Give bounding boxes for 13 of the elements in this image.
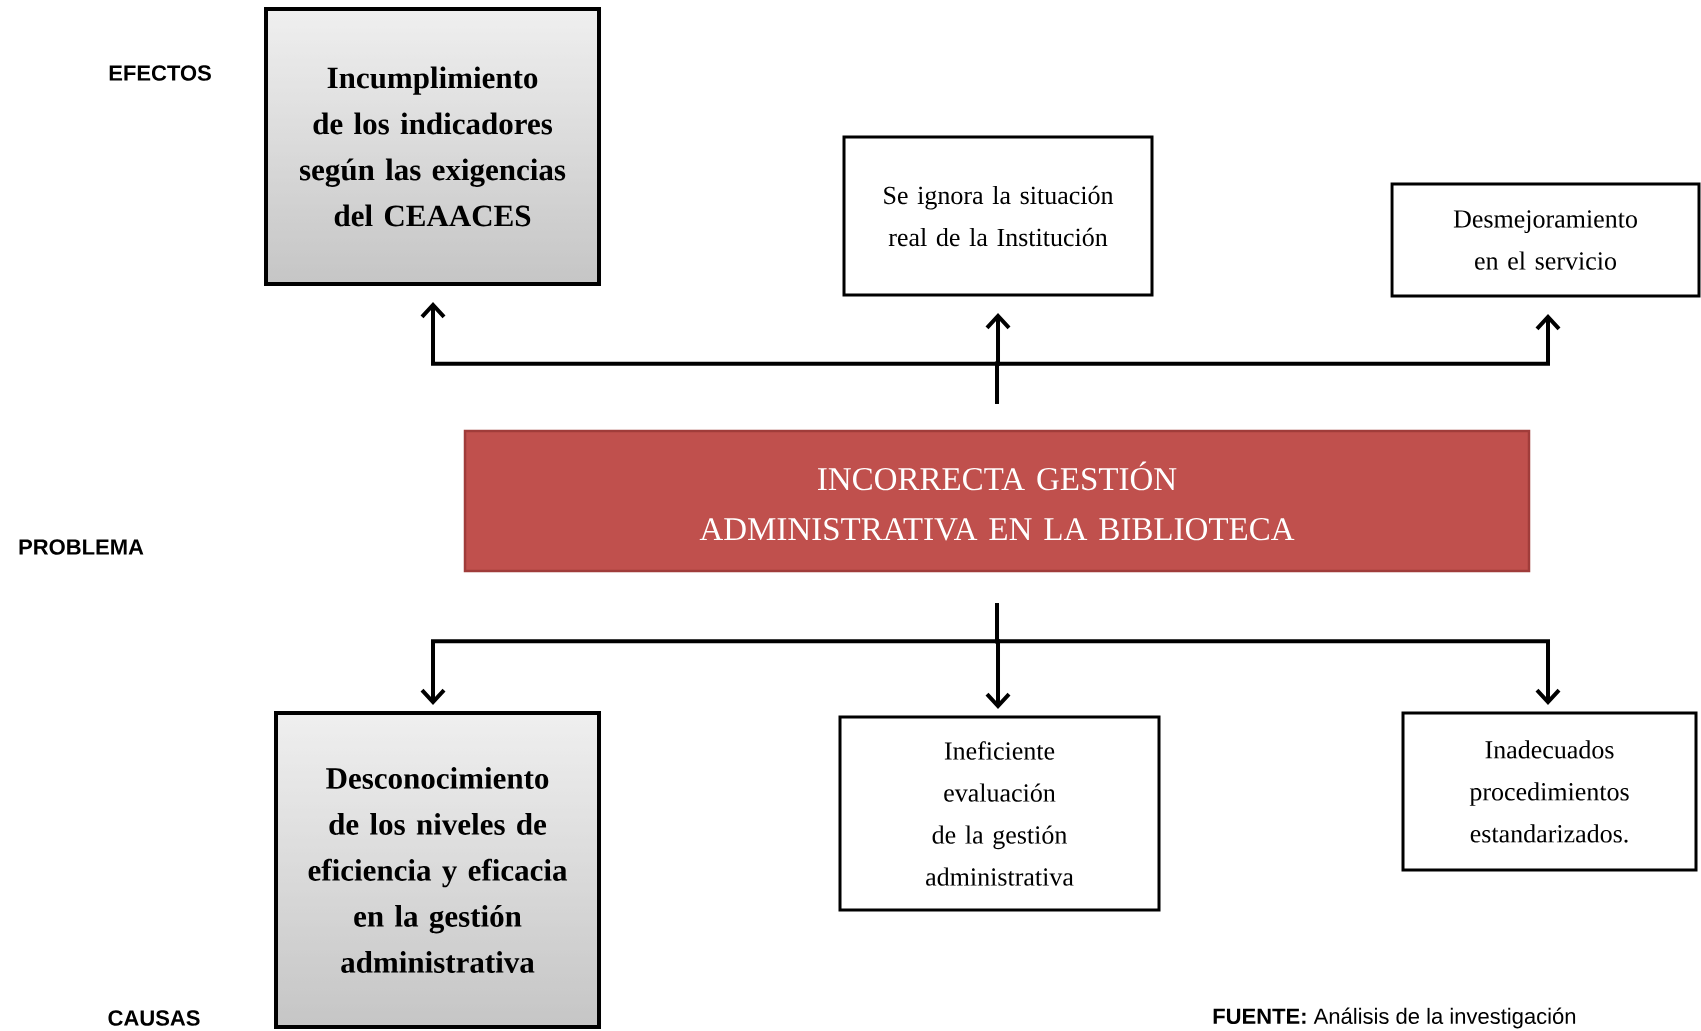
side-label: FUENTE: Análisis de la investigación (1213, 1007, 1576, 1029)
arrow (995, 314, 1561, 404)
arrow (995, 603, 1561, 705)
process-box: Desconocimiento de los niveles de eficiencia y eficacia en la gestión administrativa (274, 711, 601, 1029)
problem-box: INCORRECTA GESTIÓN ADMINISTRATIVA EN LA BIBLIOTECA (463, 429, 1531, 573)
side-label: CAUSAS (108, 1010, 200, 1026)
process-box: Incumplimiento de los indicadores según las exigencias del CEAACES (264, 7, 601, 286)
side-label: PROBLEMA (19, 539, 144, 555)
process-box: Desmejoramiento en el servicio (1390, 182, 1701, 298)
process-box: Ineficiente evaluación de la gestión administrativa (838, 715, 1161, 912)
process-box: Se ignora la situación real de la Institución (842, 135, 1154, 297)
process-box: Inadecuados procedimientos estandarizados. (1401, 711, 1698, 872)
side-label: EFECTOS (109, 65, 211, 81)
